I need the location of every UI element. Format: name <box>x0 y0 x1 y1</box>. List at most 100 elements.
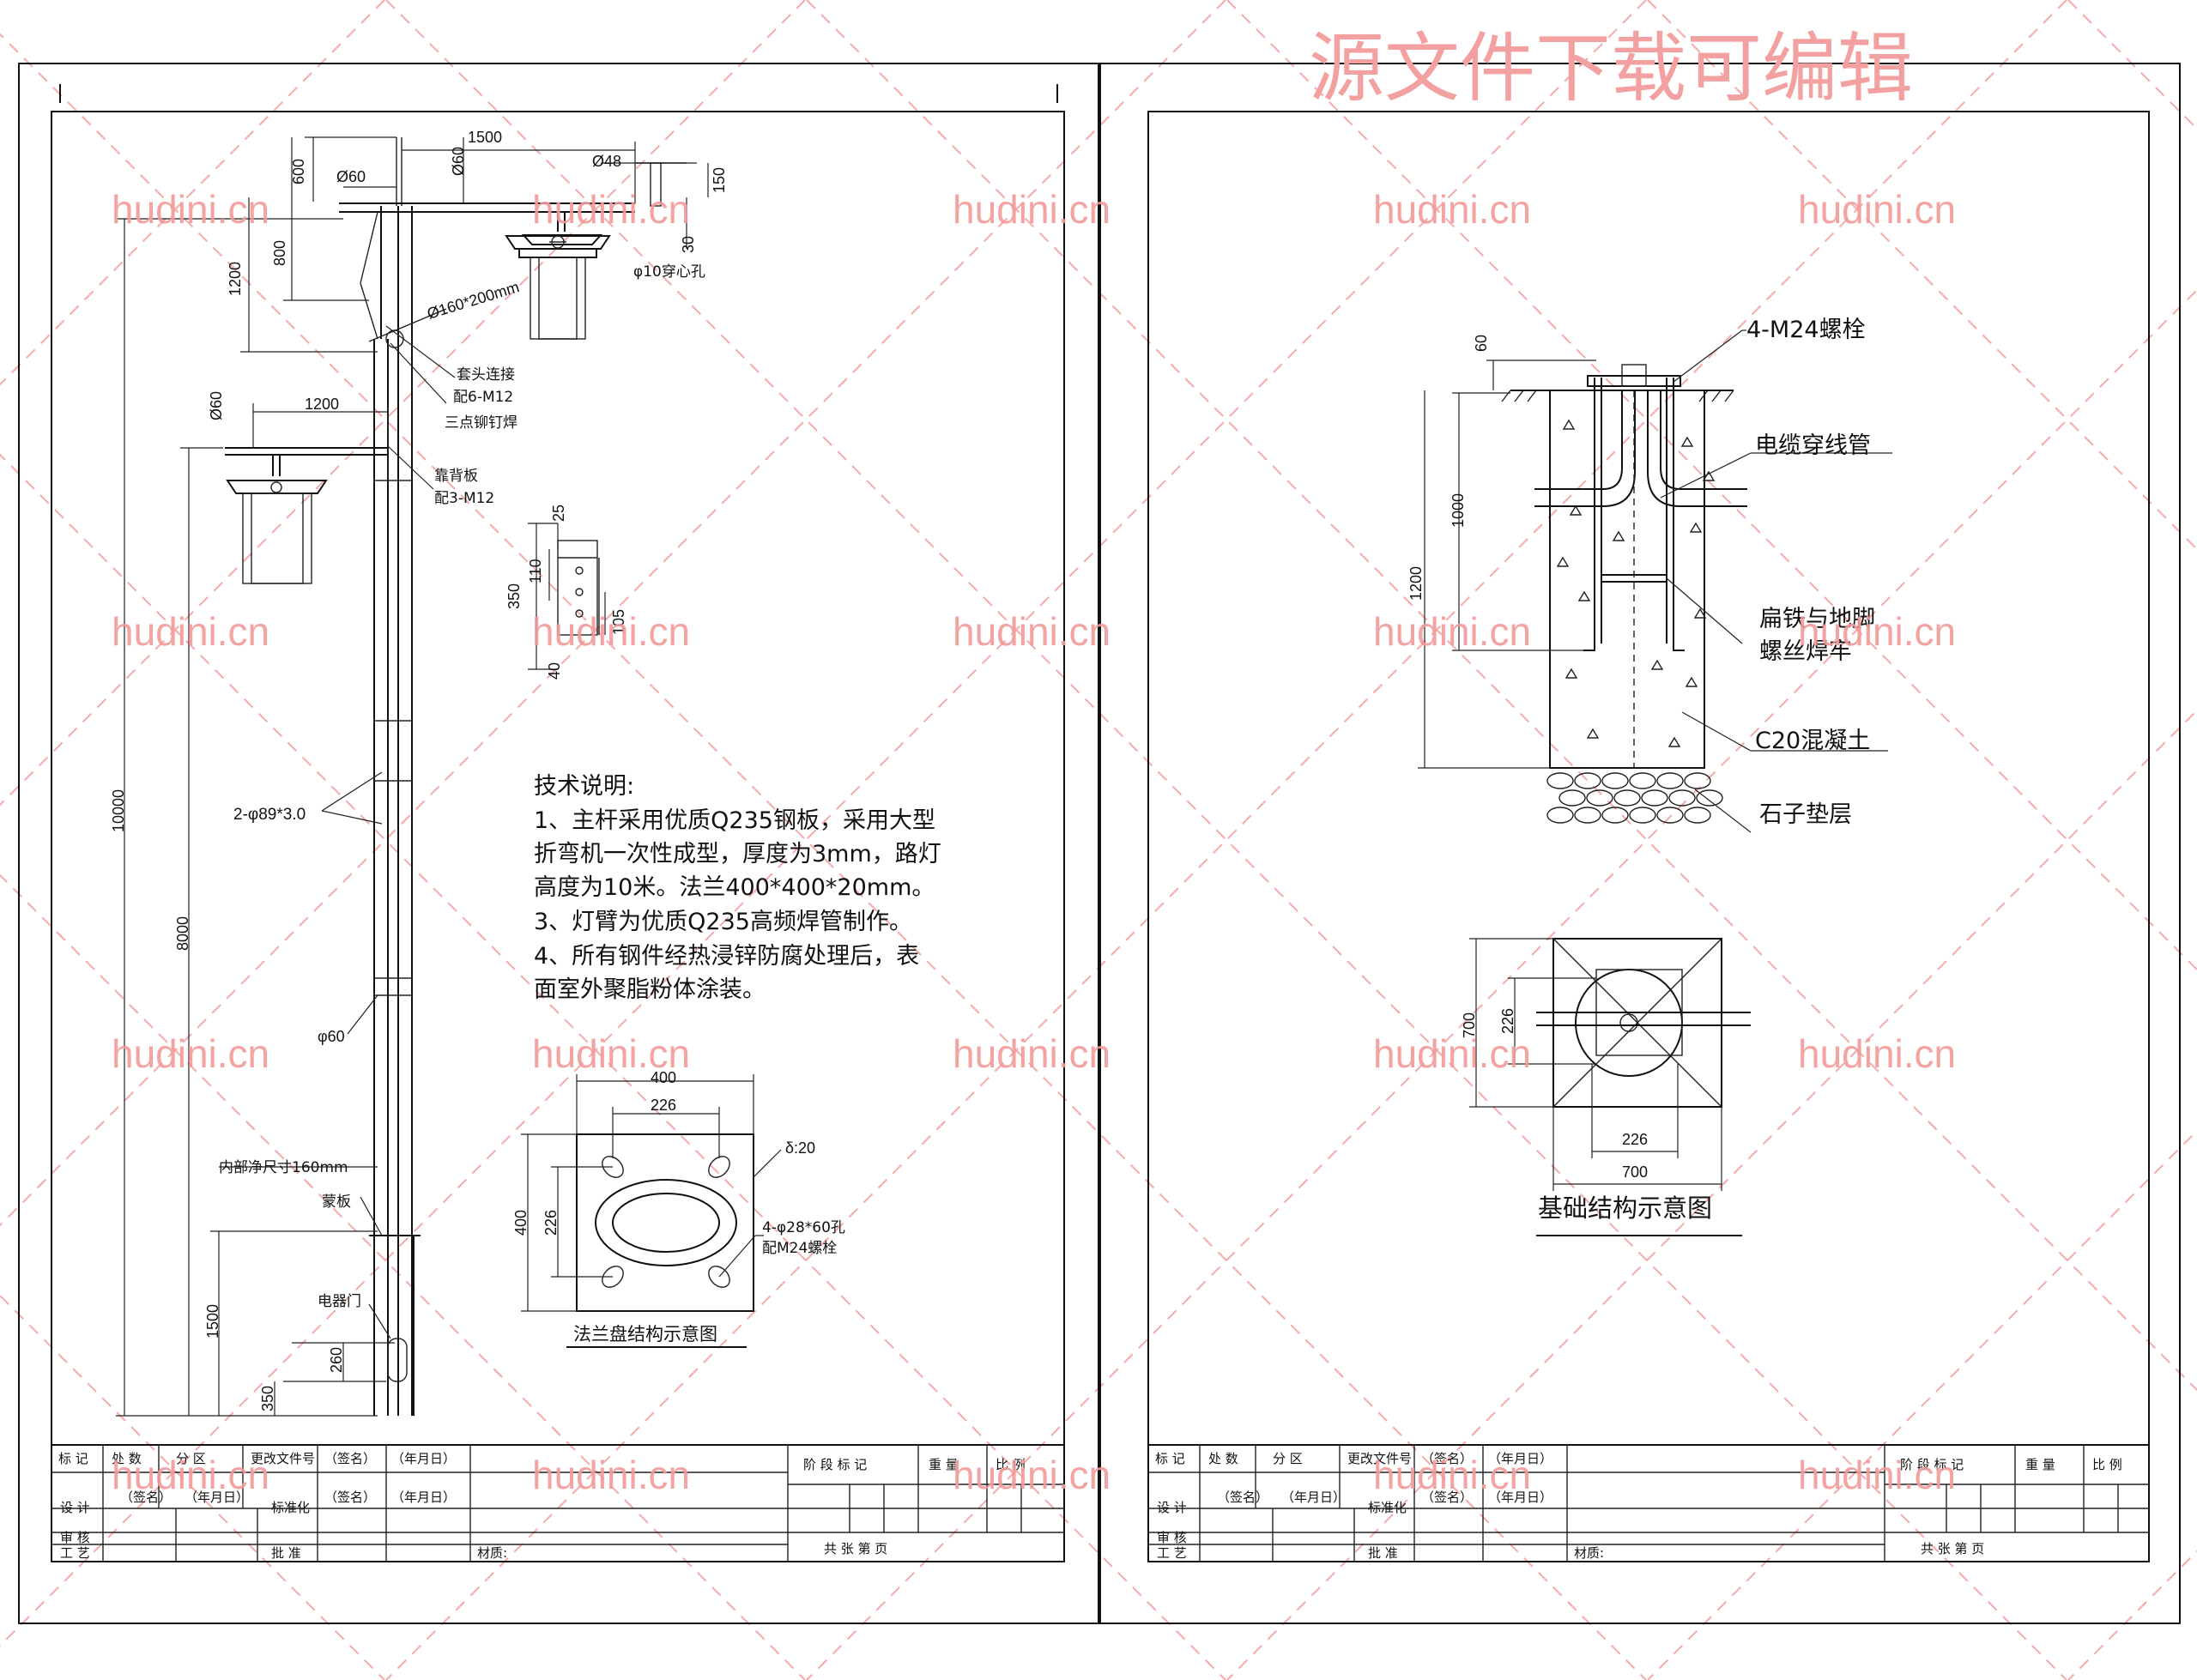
concrete-aggregate-mark <box>1565 668 1578 679</box>
concrete-aggregate-mark <box>1577 590 1591 601</box>
watermark-line <box>0 453 1226 1680</box>
tb-l-r1-2: 分 区 <box>176 1451 206 1466</box>
plate-dim-40: 40 <box>546 662 563 680</box>
watermark-line <box>385 0 2067 1680</box>
watermark-text: hudini.cn <box>953 1453 1111 1497</box>
notes-line-1: 1、主杆采用优质Q235钢板，采用大型 <box>534 807 935 834</box>
dim-h10000: 10000 <box>110 789 127 832</box>
dim-h260: 260 <box>328 1347 345 1373</box>
notes-line-3: 高度为10米。法兰400*400*20mm。 <box>534 874 935 901</box>
notes-line-5: 4、所有钢件经热浸锌防腐处理后，表 <box>534 943 919 970</box>
concrete-aggregate-mark <box>1702 470 1716 481</box>
tb-l-r1-5: （年月日） <box>391 1451 456 1466</box>
watermark-text: hudini.cn <box>112 609 269 654</box>
watermark-text: hudini.cn <box>532 609 690 654</box>
tb-l-review: 审 核 <box>60 1530 90 1545</box>
dim-d60-c: Ø60 <box>208 391 225 420</box>
watermark-line <box>0 0 1647 1647</box>
foundation-plan <box>1469 938 1751 1236</box>
watermark-line <box>0 0 385 386</box>
flange-labels: 400 226 400 226 δ:20 4-φ28*60孔 配M24螺栓 法兰… <box>512 1069 845 1345</box>
tb-r-r2-1: （签名） <box>1217 1490 1268 1505</box>
dim-v30: 30 <box>680 236 697 253</box>
notes-line-6: 面室外聚脂粉体涂装。 <box>534 976 766 1003</box>
watermark-line <box>1226 0 2197 971</box>
tb-l-r2-0: 设 计 <box>60 1500 90 1515</box>
flange-caption: 法兰盘结构示意图 <box>573 1324 717 1345</box>
lamp-hole-label: φ10穿心孔 <box>633 263 705 281</box>
watermark-line <box>0 0 806 807</box>
watermark-line <box>0 1294 385 1680</box>
plan-h226: 226 <box>1622 1131 1648 1148</box>
gravel-stone <box>1558 789 1586 807</box>
dim-h1200: 1200 <box>305 396 339 413</box>
gravel-stone <box>1629 807 1656 824</box>
callout-sleeve-joint: 套头连接 <box>457 366 515 384</box>
watermark-line <box>806 0 2197 1392</box>
concrete-aggregate-mark <box>1569 505 1583 516</box>
gravel-stone <box>1601 807 1629 824</box>
watermark-line <box>0 0 1226 1227</box>
gravel-stone <box>1656 807 1684 824</box>
section-conduit: 电缆穿线管 <box>1755 432 1871 459</box>
gravel-stone <box>1668 789 1696 807</box>
watermark-line <box>385 0 2067 1680</box>
gravel-stone <box>1586 789 1613 807</box>
watermark-text: hudini.cn <box>112 1453 269 1497</box>
plate-dim-25: 25 <box>550 505 567 522</box>
flange-w226: 226 <box>651 1097 676 1114</box>
right-title-text: 标 记 处 数 分 区 更改文件号 （签名） （年月日） 设 计 （签名） （年… <box>1155 1451 2122 1561</box>
tb-r-r2-3: 标准化 <box>1368 1500 1407 1515</box>
concrete-aggregate-mark <box>1667 736 1681 747</box>
concrete-aggregate-mark <box>1685 676 1698 687</box>
dim-d48: Ø48 <box>592 153 621 170</box>
tb-r-r1-0: 标 记 <box>1155 1451 1185 1466</box>
tb-l-r1-1: 处 数 <box>112 1451 142 1466</box>
tb-r-scale: 比 例 <box>2092 1457 2122 1472</box>
watermark-text: hudini.cn <box>532 1453 690 1497</box>
flange-holes: 4-φ28*60孔 <box>762 1219 845 1236</box>
watermark-line <box>806 288 2197 1680</box>
watermark-text: hudini.cn <box>1798 187 1956 232</box>
tb-l-r2-2: （年月日） <box>185 1490 249 1505</box>
watermark-text: hudini.cn <box>953 187 1111 232</box>
gravel-stone <box>1601 772 1629 789</box>
tb-l-r1-0: 标 记 <box>58 1451 88 1466</box>
tb-r-approve: 批 准 <box>1368 1545 1398 1561</box>
watermark-text: hudini.cn <box>532 1031 690 1076</box>
watermark-line <box>2067 0 2197 130</box>
dim-v600: 600 <box>290 159 307 184</box>
callout-back-plate: 靠背板 <box>434 468 478 485</box>
concrete-aggregate-mark <box>1586 728 1600 739</box>
plate-dim-110: 110 <box>527 559 544 583</box>
foundation-section <box>1418 329 1892 833</box>
tb-r-r2-0: 设 计 <box>1157 1500 1187 1515</box>
concrete-aggregate-mark <box>1693 607 1707 619</box>
gravel-stone <box>1684 772 1711 789</box>
technical-notes: 技术说明: 1、主杆采用优质Q235钢板，采用大型 折弯机一次性成型，厚度为3m… <box>534 773 941 1003</box>
watermark-text: hudini.cn <box>1373 609 1531 654</box>
tb-l-r2-3: 标准化 <box>271 1500 310 1515</box>
tb-r-stage: 阶 段 标 记 <box>1900 1457 1964 1472</box>
tb-r-r1-4: （签名） <box>1421 1451 1473 1466</box>
tb-l-scale: 比 例 <box>996 1457 1026 1472</box>
gravel-stone <box>1546 772 1574 789</box>
dim-v800: 800 <box>271 240 288 266</box>
pole-spec-label: 2-φ89*3.0 <box>233 806 306 824</box>
dim-d160: Ø160*200mm <box>425 278 521 323</box>
foundation-labels: 4-M24螺栓 电缆穿线管 扁铁与地脚 螺丝焊牢 C20混凝土 石子垫层 60 … <box>1407 317 1875 1223</box>
plan-h700: 700 <box>1622 1163 1648 1181</box>
watermark-text: hudini.cn <box>112 1031 269 1076</box>
tb-l-r2-4: （签名） <box>324 1490 376 1505</box>
notes-line-2: 折弯机一次性成型，厚度为3mm，路灯 <box>534 841 941 867</box>
callout-rivet-weld: 三点铆钉焊 <box>445 414 517 432</box>
notes-line-4: 3、灯臂为优质Q235高频焊管制作。 <box>534 909 912 935</box>
tb-r-review: 审 核 <box>1157 1530 1187 1545</box>
gravel-stone <box>1656 772 1684 789</box>
callout-inner-size: 内部净尺寸160mm <box>219 1159 348 1176</box>
tb-r-r2-4: （签名） <box>1421 1490 1473 1505</box>
gravel-stone <box>1684 807 1711 824</box>
dim-h8000: 8000 <box>174 916 191 951</box>
flange-w400: 400 <box>651 1069 676 1086</box>
